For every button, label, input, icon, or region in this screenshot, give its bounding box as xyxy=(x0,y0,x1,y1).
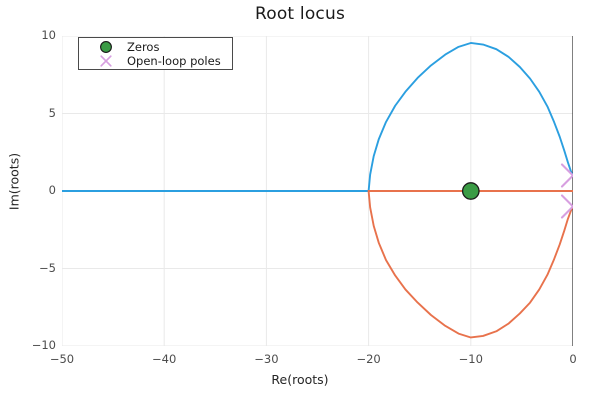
locus-curve xyxy=(62,42,573,192)
y-tick-label: −10 xyxy=(31,338,56,352)
x-tick-label: −30 xyxy=(254,352,279,366)
legend-label-zeros: Zeros xyxy=(127,40,160,54)
chart-title: Root locus xyxy=(254,4,346,24)
plot-area xyxy=(62,36,573,346)
y-tick-label: 10 xyxy=(41,28,56,42)
zero-marker xyxy=(461,182,480,200)
x-tick-label: 0 xyxy=(569,352,577,366)
x-axis-label: Re(roots) xyxy=(271,372,329,387)
y-tick-label: 0 xyxy=(48,183,56,197)
y-axis-label: Im(roots) xyxy=(6,152,22,211)
zeros-circle-icon xyxy=(100,41,112,53)
legend-label-open-loop-poles: Open-loop poles xyxy=(127,54,221,68)
poles-x-icon xyxy=(100,55,112,67)
legend-item-zeros[interactable]: Zeros xyxy=(79,39,232,55)
x-tick-label: −10 xyxy=(458,352,483,366)
chart-canvas xyxy=(62,36,573,346)
y-tick-label: −5 xyxy=(39,260,56,275)
x-tick-label: −40 xyxy=(152,352,177,366)
x-tick-label: −50 xyxy=(49,352,75,366)
legend-item-open-loop-poles[interactable]: Open-loop poles xyxy=(79,53,232,69)
pole-marker xyxy=(560,163,573,188)
chart-legend[interactable]: Zeros Open-loop poles xyxy=(78,37,233,70)
y-tick-label: 5 xyxy=(48,105,56,120)
locus-curve xyxy=(367,190,573,339)
x-tick-label: −20 xyxy=(356,352,381,366)
pole-marker xyxy=(560,194,573,219)
